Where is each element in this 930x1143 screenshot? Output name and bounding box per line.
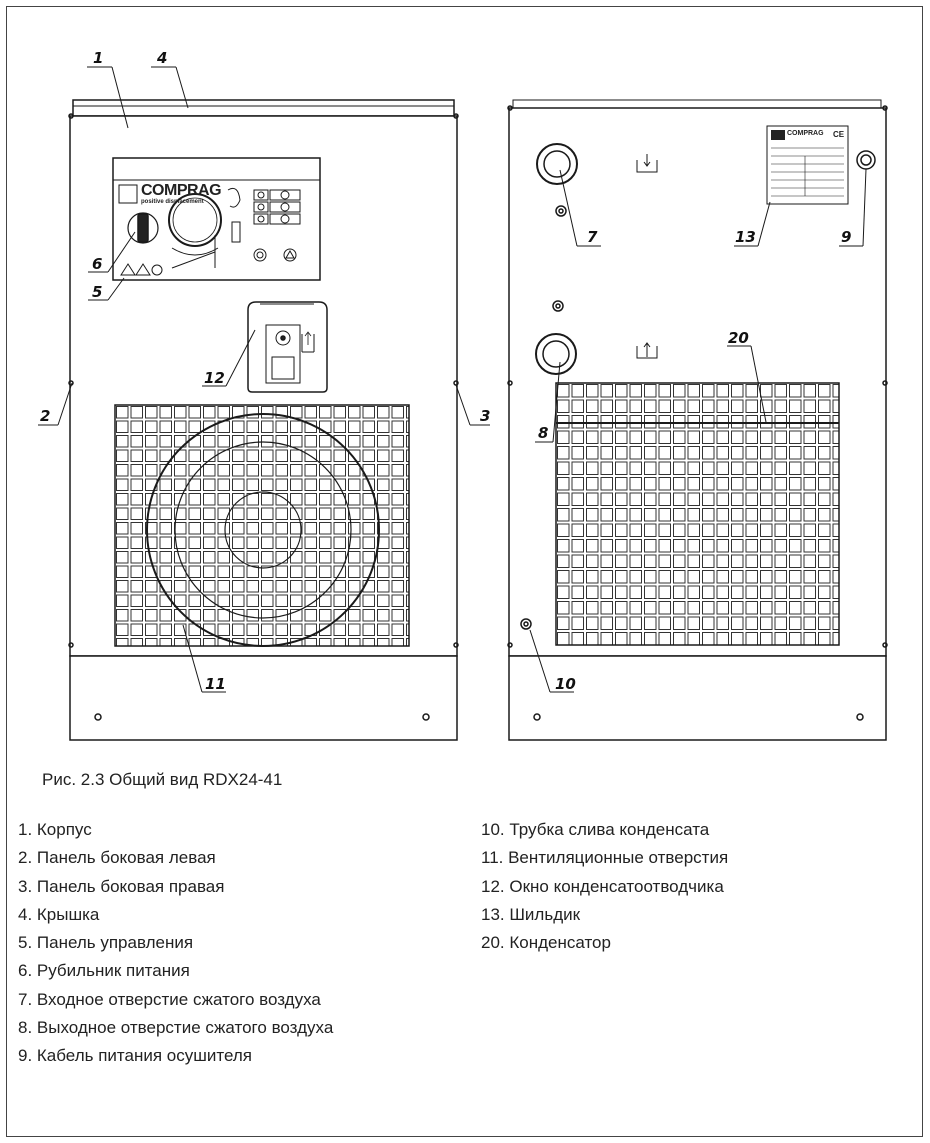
callout-8: 8 <box>538 424 549 442</box>
callout-5: 5 <box>92 283 103 301</box>
callout-1: 1 <box>93 49 104 67</box>
callout-9: 9 <box>841 228 852 246</box>
inlet-7 <box>536 143 578 185</box>
callout-12: 12 <box>204 369 225 387</box>
legend-item: 4. Крышка <box>18 904 100 924</box>
legend-item: 2. Панель боковая левая <box>18 848 216 868</box>
base <box>69 655 458 741</box>
callout-7: 7 <box>587 228 598 246</box>
rear-base <box>508 655 887 741</box>
legend-item: 3. Панель боковая правая <box>18 876 225 896</box>
callout-2: 2 <box>40 407 51 425</box>
page-frame <box>6 6 923 1137</box>
outlet-8 <box>535 333 577 375</box>
callout-10: 10 <box>555 675 576 693</box>
thermometer-dial <box>168 193 222 247</box>
legend-item: 13. Шильдик <box>481 904 581 924</box>
callout-13: 13 <box>735 228 756 246</box>
brand-logo: COMPRAG positive displacement <box>141 183 251 206</box>
figure-caption: Рис. 2.3 Общий вид RDX24-41 <box>42 770 283 789</box>
legend-item: 10. Трубка слива конденсата <box>481 820 710 839</box>
rear-view <box>507 99 888 741</box>
legend-item: 12. Окно конденсатоотводчика <box>481 876 724 896</box>
callout-11: 11 <box>205 675 226 693</box>
front-view <box>68 99 459 741</box>
callout-20: 20 <box>728 329 749 347</box>
main-switch-6 <box>127 212 159 244</box>
logo-brand: COMPRAG <box>141 182 222 199</box>
callout-4: 4 <box>157 49 168 67</box>
drain-tube-10 <box>520 618 532 630</box>
logo-tagline: positive displacement <box>141 199 204 205</box>
nameplate-ce: CE <box>833 130 845 139</box>
nameplate-brand: COMPRAG <box>787 130 824 137</box>
legend-item: 1. Корпус <box>18 820 92 839</box>
legend-left: 1. Корпус 2. Панель боковая левая 3. Пан… <box>18 816 333 1071</box>
legend-item: 7. Входное отверстие сжатого воздуха <box>18 989 321 1009</box>
callout-3: 3 <box>480 407 491 425</box>
legend-item: 20. Конденсатор <box>481 933 611 953</box>
condenser-20 <box>555 382 840 646</box>
callout-6: 6 <box>92 255 103 273</box>
legend-item: 9. Кабель питания осушителя <box>18 1046 252 1066</box>
legend-item: 8. Выходное отверстие сжатого воздуха <box>18 1018 334 1038</box>
vent-grille-11 <box>114 404 410 647</box>
lid-4 <box>72 99 455 117</box>
dryer-drawing <box>38 66 888 741</box>
legend-right: 10. Трубка слива конденсата 11. Вентиляц… <box>481 816 728 957</box>
legend-item: 6. Рубильник питания <box>18 961 190 981</box>
leader-lines <box>38 66 867 693</box>
legend-item: 11. Вентиляционные отверстия <box>481 848 729 868</box>
legend-item: 5. Панель управления <box>18 933 194 953</box>
